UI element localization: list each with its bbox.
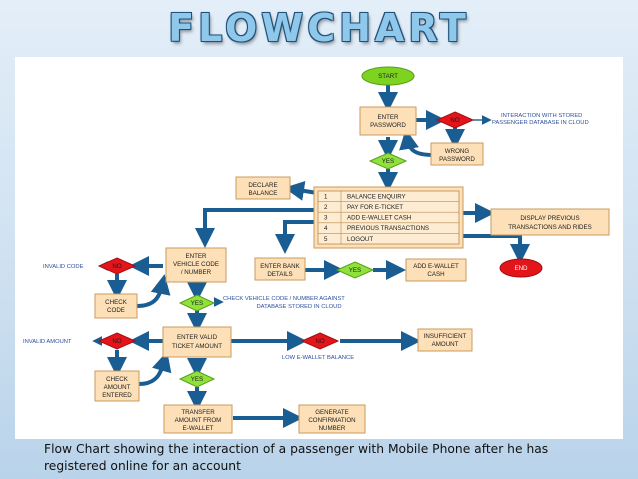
invalid-code-label: INVALID CODE [43, 264, 84, 270]
svg-text:DETAILS: DETAILS [267, 271, 292, 278]
svg-text:NO: NO [315, 338, 324, 345]
svg-text:DISPLAY PREVIOUS: DISPLAY PREVIOUS [520, 215, 579, 222]
start-label: START [378, 73, 398, 80]
arrow-menu-to-end [461, 234, 530, 264]
menu-num-5: 5 [324, 236, 328, 243]
menu-item-logout: LOGOUT [347, 236, 373, 243]
enter-bank-details-box: ENTER BANK DETAILS [254, 257, 306, 281]
svg-text:PASSWORD: PASSWORD [439, 156, 475, 163]
svg-text:ENTER VALID: ENTER VALID [177, 334, 218, 341]
insufficient-amount-box: INSUFFICIENT AMOUNT [417, 328, 473, 352]
stored-db-note: INTERACTION WITH STORED [501, 113, 582, 119]
svg-text:PASSWORD: PASSWORD [370, 122, 406, 129]
svg-text:CODE: CODE [107, 307, 125, 314]
enter-password-box: ENTER PASSWORD [359, 106, 417, 136]
page-title: FLOWCHART [168, 6, 470, 50]
svg-text:NO: NO [112, 338, 121, 345]
svg-text:YES: YES [349, 267, 361, 274]
add-e-wallet-cash-box: ADD E-WALLET CASH [405, 258, 467, 282]
yes-diamond-password: YES [368, 152, 408, 170]
arrow-check-to-vehicle [136, 274, 171, 308]
check-amount-box: CHECK AMOUNT ENTERED [94, 370, 140, 402]
low-balance-label: LOW E-WALLET BALANCE [282, 355, 354, 361]
svg-text:GENERATE: GENERATE [315, 409, 349, 416]
transfer-amount-box: TRANSFER AMOUNT FROM E-WALLET [163, 404, 233, 434]
svg-text:ENTERED: ENTERED [102, 392, 132, 399]
arrow-wrong-to-password [399, 129, 434, 157]
svg-text:TICKET AMOUNT: TICKET AMOUNT [172, 343, 222, 350]
svg-text:E-WALLET: E-WALLET [183, 425, 214, 432]
svg-text:NO: NO [450, 117, 459, 124]
enter-vehicle-code-box: ENTER VEHICLE CODE / NUMBER [165, 247, 227, 283]
figure-caption: Flow Chart showing the interaction of a … [44, 441, 624, 475]
svg-text:CHECK: CHECK [106, 376, 129, 383]
svg-text:TRANSACTIONS AND RIDES: TRANSACTIONS AND RIDES [508, 224, 592, 231]
svg-text:CASH: CASH [427, 271, 444, 278]
yes-diamond-vehicle: YES [178, 294, 216, 312]
stored-db-note-2: PASSENGER DATABASE IN CLOUD [492, 120, 589, 126]
arrow-menu-to-vehicle [195, 208, 318, 248]
svg-text:CONFIRMATION: CONFIRMATION [308, 417, 355, 424]
svg-text:ENTER: ENTER [186, 253, 208, 260]
svg-text:TRANSFER: TRANSFER [181, 409, 215, 416]
vehicle-note: CHECK VEHICLE CODE / NUMBER AGAINST [223, 296, 345, 302]
svg-text:INSUFFICIENT: INSUFFICIENT [424, 333, 467, 340]
svg-text:AMOUNT: AMOUNT [104, 384, 131, 391]
svg-text:DECLARE: DECLARE [248, 182, 277, 189]
flowchart-diagram: START ENTER PASSWORD NO INTERACTION WITH… [23, 66, 610, 434]
wrong-password-box: WRONG PASSWORD [430, 142, 484, 166]
connectors [92, 84, 530, 428]
arrow-check-amount-to-ticket [138, 351, 172, 386]
menu-item-previous-transactions: PREVIOUS TRANSACTIONS [347, 225, 429, 232]
svg-text:NUMBER: NUMBER [319, 425, 346, 432]
svg-text:WRONG: WRONG [445, 148, 470, 155]
flowchart-panel: START ENTER PASSWORD NO INTERACTION WITH… [15, 57, 623, 439]
display-previous-box: DISPLAY PREVIOUS TRANSACTIONS AND RIDES [490, 208, 610, 236]
no-diamond-balance: NO [300, 332, 340, 350]
svg-text:AMOUNT: AMOUNT [432, 341, 459, 348]
caption-line-1: Flow Chart showing the interaction of a … [44, 442, 549, 456]
caption-line-2: registered online for an account [44, 459, 241, 473]
arrow-menu-to-bank [275, 220, 318, 254]
menu-num-1: 1 [324, 194, 328, 201]
menu-item-balance-enquiry: BALANCE ENQUIRY [347, 194, 406, 201]
no-diamond-ticket: NO [97, 332, 137, 350]
svg-text:CHECK: CHECK [105, 299, 128, 306]
svg-text:END: END [514, 265, 528, 272]
svg-text:VEHICLE CODE: VEHICLE CODE [173, 261, 219, 268]
svg-text:AMOUNT FROM: AMOUNT FROM [175, 417, 222, 424]
end-node: END [499, 258, 543, 278]
svg-text:ENTER: ENTER [378, 114, 400, 121]
enter-ticket-amount-box: ENTER VALID TICKET AMOUNT [162, 326, 232, 358]
svg-text:/ NUMBER: / NUMBER [181, 269, 212, 276]
svg-text:NO: NO [112, 263, 121, 270]
invalid-amount-label: INVALID AMOUNT [23, 339, 72, 345]
check-code-box: CHECK CODE [94, 293, 138, 319]
yes-diamond-bank: YES [335, 261, 375, 279]
main-menu-box: 1 BALANCE ENQUIRY 2 PAY FOR E-TICKET 3 A… [313, 186, 464, 249]
svg-text:ADD E-WALLET: ADD E-WALLET [413, 263, 459, 270]
no-diamond-vehicle: NO [97, 257, 137, 275]
declare-balance-box: DECLARE BALANCE [235, 176, 291, 200]
svg-text:YES: YES [191, 376, 203, 383]
svg-text:ENTER BANK: ENTER BANK [260, 263, 300, 270]
svg-text:BALANCE: BALANCE [249, 190, 278, 197]
menu-num-2: 2 [324, 204, 328, 211]
generate-confirmation-box: GENERATE CONFIRMATION NUMBER [298, 404, 366, 434]
menu-num-4: 4 [324, 225, 328, 232]
menu-item-pay-e-ticket: PAY FOR E-TICKET [347, 204, 403, 211]
svg-text:YES: YES [191, 300, 203, 307]
menu-num-3: 3 [324, 215, 328, 222]
vehicle-note-2: DATABASE STORED IN CLOUD [256, 304, 341, 310]
no-diamond-password: NO [435, 111, 475, 129]
start-node: START [361, 66, 415, 86]
yes-diamond-ticket: YES [178, 370, 216, 388]
svg-text:YES: YES [382, 158, 394, 165]
menu-item-add-cash: ADD E-WALLET CASH [347, 215, 411, 222]
